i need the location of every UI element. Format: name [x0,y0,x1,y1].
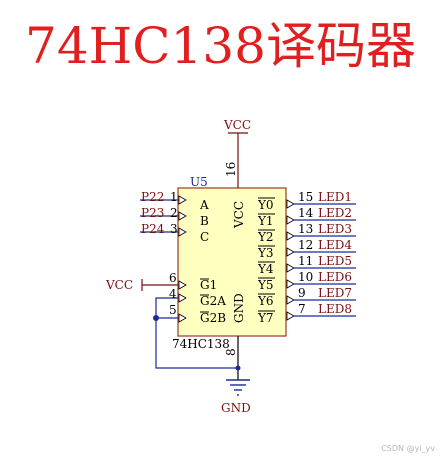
output-label-y7: Y7 [257,311,274,325]
output-net-led8: LED8 [318,302,352,316]
inner-label-a: A [199,198,209,212]
output-wires [294,203,356,317]
vcc-top-label: VCC [223,118,251,132]
left-pin-arrows [178,195,187,323]
g2-ground-loop [155,297,238,369]
output-label-y2: Y2 [257,230,274,244]
output-net-led5: LED5 [318,254,352,268]
output-pin-9: 9 [298,286,306,300]
output-net-led2: LED2 [318,206,352,220]
gnd-pin-number: 8 [224,348,238,356]
g2a-pin-number: 4 [169,287,177,301]
output-net-led7: LED7 [318,286,352,300]
output-net-led4: LED4 [318,238,352,252]
output-net-led1: LED1 [318,190,352,204]
output-overbars [258,197,275,312]
output-pin-13: 13 [298,222,313,236]
output-label-y1: Y1 [257,214,274,228]
output-net-led6: LED6 [318,270,352,284]
page-title: 74HC138译码器 [25,17,416,75]
input-net-a: P22 [141,190,164,204]
output-pin-arrows [286,199,295,321]
inner-label-gnd: GND [232,293,246,323]
inner-label-c: C [200,230,209,244]
input-net-b: P23 [141,206,164,220]
g2b-pin-number: 5 [169,303,177,317]
output-labels: Y0 Y1 Y2 Y3 Y4 Y5 Y6 Y7 [257,198,274,325]
output-net-led3: LED3 [318,222,352,236]
input-pin-a: 1 [170,190,178,204]
output-label-y6: Y6 [257,294,274,308]
output-pin-11: 11 [298,254,313,268]
input-pin-c: 3 [170,222,178,236]
junction-dot [153,315,159,321]
vcc-pin-number: 16 [224,162,238,177]
output-label-y0: Y0 [257,198,274,212]
output-pin-12: 12 [298,238,313,252]
input-net-c: P24 [141,222,165,236]
output-label-y3: Y3 [257,246,274,260]
junction-dot-gnd [235,365,241,371]
watermark: CSDN @yi_yv [381,444,435,453]
inner-label-g2a: G2A [200,294,226,308]
output-label-y5: Y5 [257,278,274,292]
inner-label-g1: G1 [200,278,217,292]
input-pin-b: 2 [170,206,178,220]
output-label-y4: Y4 [257,262,274,276]
ic-designator: U5 [190,175,208,189]
g1-vcc-label: VCC [105,278,133,292]
output-pin-14: 14 [298,206,314,220]
gnd-label: GND [221,401,251,415]
ic-part-name: 74HC138 [172,337,230,351]
output-pin-10: 10 [298,270,313,284]
inner-label-vcc: VCC [232,201,246,229]
output-pin-15: 15 [298,190,313,204]
inner-label-b: B [200,214,209,228]
output-pin-7: 7 [298,302,306,316]
inner-label-g2b: G2B [200,311,226,325]
g1-pin-number: 6 [169,271,177,285]
